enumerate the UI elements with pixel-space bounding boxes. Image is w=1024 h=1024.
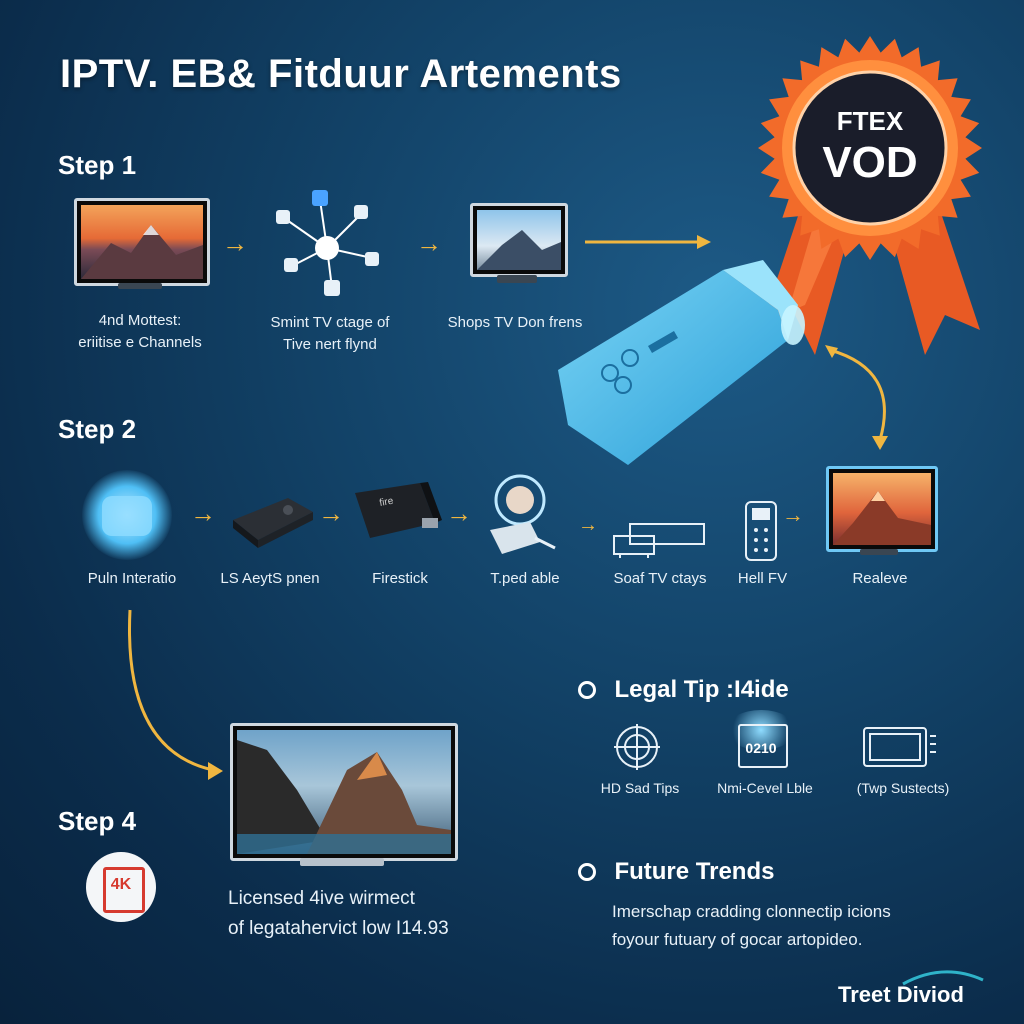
brand-logo: Treet Diviod <box>838 966 998 1016</box>
circle-bullet-icon <box>578 863 596 881</box>
router-glow-icon <box>82 470 172 560</box>
arrow-icon: → <box>416 228 442 258</box>
remote-icon <box>745 501 777 561</box>
tv-console-icon <box>613 523 705 558</box>
step2-caption-2: LS AeytS pnen <box>220 570 320 587</box>
tv-mountain-icon <box>81 225 203 279</box>
4k-badge: 4K <box>86 852 156 922</box>
compass-icon <box>614 724 660 770</box>
step4-text: Licensed 4ive wirmect of legatahervict l… <box>228 888 449 939</box>
step1-caption-2: Smint TV ctage of Tive nert flynd <box>270 314 390 353</box>
future-text: Imerschap cradding clonnectip icions foy… <box>612 902 891 949</box>
brand-name: Treet Diviod <box>838 982 964 1007</box>
step2-caption-5: Soaf TV ctays <box>613 570 707 587</box>
tv-desert-icon <box>833 491 931 545</box>
4k-badge-text: 4K <box>110 876 132 893</box>
step2-caption-1: Puln Interatio <box>87 570 177 587</box>
svg-text:fire: fire <box>379 496 395 509</box>
brand-swoosh-icon <box>902 970 984 986</box>
step1-tv <box>74 198 210 286</box>
badge-line2: VOD <box>822 138 918 187</box>
monitor-icon <box>477 230 561 270</box>
rosette-icon <box>758 36 982 355</box>
network-hub-icon <box>276 190 379 296</box>
page-title: IPTV. EB& Fitduur Artements <box>60 52 622 96</box>
legal-caption-1: HD Sad Tips <box>600 780 680 796</box>
step4-tv <box>230 723 458 861</box>
arrow-icon: → <box>578 514 598 536</box>
future-heading: Future Trends <box>614 858 775 885</box>
arrow-icon: → <box>190 498 216 528</box>
tv-cliff-icon <box>237 740 451 854</box>
arrow-icon: → <box>446 498 472 528</box>
legal-heading: Legal Tip :I4ide <box>614 676 789 703</box>
step1-label: Step 1 <box>58 150 137 180</box>
arrow-icon: → <box>222 228 248 258</box>
monitor-outline-icon <box>863 727 936 767</box>
streaming-box-icon <box>233 498 313 548</box>
step2-caption-3: Firestick <box>372 570 428 587</box>
circle-bullet-icon <box>578 681 596 699</box>
step1-caption-3: Shops TV Don frens <box>447 314 583 331</box>
step2-caption-7: Realeve <box>852 570 908 587</box>
step2-tv <box>826 466 938 552</box>
long-arrow-icon <box>585 235 711 249</box>
future-heading-row: Future Trends <box>578 858 774 886</box>
chip-screen-icon: 0210 <box>726 710 796 770</box>
arrow-icon: → <box>318 498 344 528</box>
step2-label: Step 2 <box>58 414 137 444</box>
streaming-device-image <box>548 250 808 470</box>
legal-heading-row: Legal Tip :I4ide <box>578 676 789 704</box>
adapter-icon <box>490 474 556 554</box>
legal-caption-2: Nmi-Cevel Lble <box>717 780 813 796</box>
curved-arrow-icon <box>127 609 223 780</box>
step2-caption-4: T.ped able <box>490 570 560 587</box>
chip-screen-text: 0210 <box>745 740 777 756</box>
curved-arrow-icon <box>825 345 888 450</box>
badge-line1: FTEX <box>836 106 904 136</box>
step1-monitor <box>470 203 568 277</box>
firestick-icon: fire <box>355 482 442 538</box>
legal-caption-3: (Twp Sustects) <box>856 780 950 796</box>
step2-caption-6: Hell FV <box>737 570 788 587</box>
step1-caption-1: 4nd Mottest: eriitise e Channels <box>78 312 202 351</box>
step4-label: Step 4 <box>58 806 137 836</box>
arrow-icon: → <box>782 502 804 527</box>
vod-badge: FTEX VOD <box>740 30 1000 360</box>
